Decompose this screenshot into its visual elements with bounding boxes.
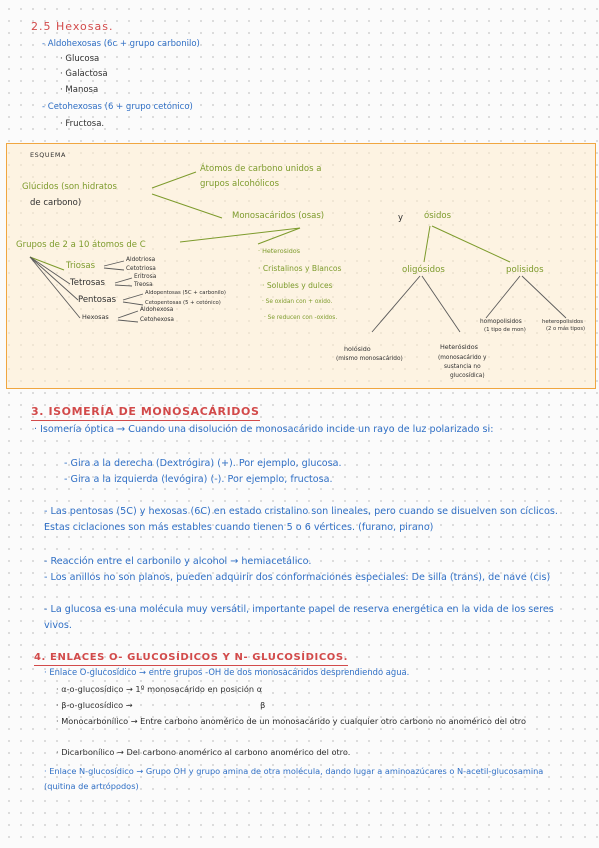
dextrogira-line: - Gira a la derecha (Dextrógira) (+). Po… xyxy=(64,458,342,469)
prop-heterosidos: · Heterosidos xyxy=(258,247,301,255)
heterosido-desc-1: (monosacárido y xyxy=(438,355,487,361)
list-item-fructosa: · Fructosa. xyxy=(60,119,105,129)
aldohexosa-label: Aldohexosa xyxy=(140,307,174,313)
anillos-paragraph: - Los anillos no son planos, pueden adqu… xyxy=(44,572,551,583)
heterosido-label: Heterósidos xyxy=(440,343,478,351)
homopolisidos-label: homopolisidos xyxy=(480,319,522,325)
treosa-label: Treosa xyxy=(134,282,153,288)
section-title-hexosas: 2.5 Hexosas. xyxy=(31,20,114,33)
glucosa-paragraph: - La glucosa es una molécula muy versáti… xyxy=(44,604,554,631)
holosido-label: holósido xyxy=(344,345,371,353)
section-title-isomeria: 3. ISOMERÍA DE MONOSACÁRIDOS xyxy=(31,405,260,421)
aldohexosas-heading: - Aldohexosas (6c + grupo carbonilo) xyxy=(42,39,200,49)
levogira-line: - Gira a la izquierda (levógira) (-). Po… xyxy=(64,474,333,485)
alfa-glucosidico-line: · α-o-glucosídico → 1º monosacárido en p… xyxy=(56,684,263,694)
pentosas-hexosas-paragraph: - Las pentosas (5C) y hexosas (6C) en es… xyxy=(44,506,558,533)
glucidos-label-2: de carbono) xyxy=(30,198,82,208)
isomeria-optica-paragraph: · Isomería óptica → Cuando una disolució… xyxy=(34,424,494,435)
eritrosa-label: Eritrosa xyxy=(134,274,157,280)
aldopentosas-label: Aldopentosas (5C + carbonilo) xyxy=(145,290,226,296)
oligosidos-label: oligósidos xyxy=(402,265,445,275)
prop-solubles: · Solubles y dulces xyxy=(262,281,333,290)
list-item-manosa: · Manosa xyxy=(60,85,99,95)
tetrosas-label: Tetrosas xyxy=(70,278,105,288)
grupos-label: Grupos de 2 a 10 átomos de C xyxy=(16,240,146,250)
esquema-label: ESQUEMA xyxy=(30,151,66,159)
monocarbonilico-paragraph: · Monocarbonílico → Entre carbono anomér… xyxy=(56,716,527,726)
section-title-enlaces: 4. ENLACES O- GLUCOSÍDICOS Y N- GLUCOSÍD… xyxy=(34,652,349,666)
atomos-label-2: grupos alcohólicos xyxy=(200,179,280,189)
triosas-label: Triosas xyxy=(66,261,96,271)
heterosido-desc-3: glucosídica) xyxy=(450,373,485,379)
prop-cristalinos: · Cristalinos y Blancos xyxy=(258,264,342,273)
heteropolisidos-desc: (2 o más tipos) xyxy=(546,326,586,332)
enlace-o-glucosidico-line: · Enlace O-glucosídico → entre grupos -O… xyxy=(44,667,410,677)
heteropolisidos-label: heteropolisidos xyxy=(542,319,584,325)
aldotriosa-label: Aldotriosa xyxy=(126,257,156,263)
list-item-galactosa: · Galactosa xyxy=(60,69,108,79)
pentosas-label: Pentosas xyxy=(78,295,117,305)
enlace-n-glucosidico-paragraph: · Enlace N-glucosídico → Grupo OH y grup… xyxy=(44,766,544,791)
monosacaridos-label: Monosacáridos (osas) xyxy=(232,211,325,221)
atomos-label: Átomos de carbono unidos a xyxy=(200,164,322,174)
holosido-desc: (mismo monosacárido) xyxy=(336,356,403,362)
beta-glucosidico-line: · β-o-glucosídico → β xyxy=(56,700,266,710)
heterosido-desc-2: sustancia no xyxy=(444,364,481,370)
cetohexosa-label: Cetohexosa xyxy=(140,317,174,323)
homopolisidos-desc: (1 tipo de mon) xyxy=(484,327,526,333)
cetopentosas-label: Cetopentosas (5 + cetónico) xyxy=(145,300,221,306)
y-label: y xyxy=(398,213,404,223)
hemiacetalico-line: - Reacción entre el carbonilo y alcohol … xyxy=(44,556,312,567)
list-item-glucosa: · Glucosa xyxy=(60,54,100,64)
prop-reducen: · Se reducen con -oxidos. xyxy=(264,315,338,321)
dicarbonilico-line: · Dicarbonílico → Del carbono anomérico … xyxy=(56,747,351,757)
cetohexosas-heading: - Cetohexosas (6 + grupo cetónico) xyxy=(42,102,193,112)
prop-oxidan: · Se oxidan con + oxido. xyxy=(262,299,333,305)
polisidos-label: polisidos xyxy=(506,265,544,275)
osidos-label: ósidos xyxy=(424,211,452,221)
glucidos-label: Glúcidos (son hidratos xyxy=(22,182,117,192)
hexosas-label: Hexosas xyxy=(82,313,109,321)
cetotriosa-label: Cetotriosa xyxy=(126,266,156,272)
